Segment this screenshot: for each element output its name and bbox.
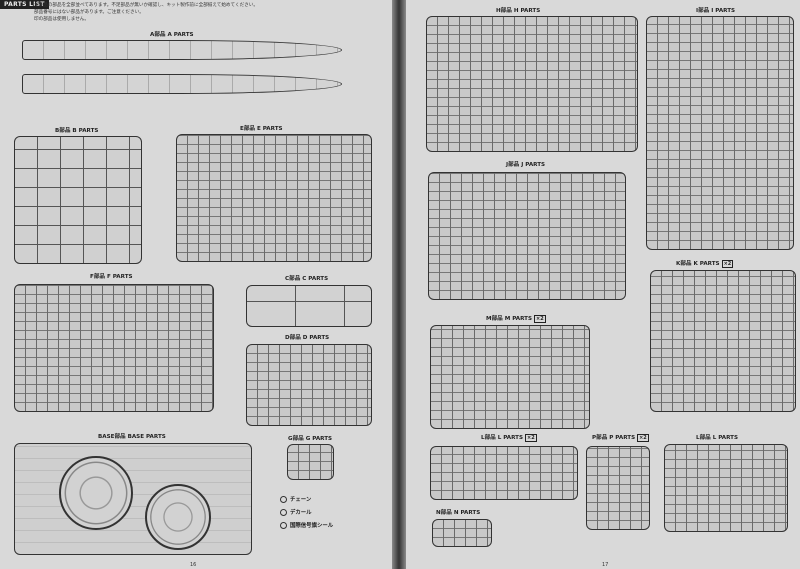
multiplier-badge-l: ×2	[525, 434, 537, 442]
label-n-parts: N部品 N PARTS	[436, 510, 481, 516]
sprue-l	[664, 444, 788, 532]
sprue-i	[646, 16, 794, 250]
sprue-h	[426, 16, 638, 152]
sprue-k	[650, 270, 796, 412]
legend-decal: デカール	[280, 508, 312, 516]
label-p-parts: P部品 P PARTS×2	[592, 434, 649, 442]
label-d-parts: D部品 D PARTS	[285, 335, 330, 341]
bullet-icon	[280, 522, 287, 529]
multiplier-badge-p: ×2	[637, 434, 649, 442]
label-l-parts: L部品 L PARTS	[696, 435, 739, 441]
sprue-p	[586, 446, 650, 530]
sprue-g	[287, 444, 334, 480]
label-a-parts: A部品 A PARTS	[150, 32, 194, 38]
multiplier-badge-k: ×2	[721, 260, 734, 268]
base-disc-left	[59, 456, 133, 530]
label-m-parts: M部品 M PARTS×2	[486, 315, 546, 323]
legend-signal-flag-sticker: 国際信号旗シール	[280, 521, 333, 529]
multiplier-badge-m: ×2	[534, 315, 546, 323]
parts-list-badge: PARTS LIST	[0, 0, 49, 9]
bullet-icon	[280, 496, 287, 503]
intro-line-1: 本製品の部品を全部並べてあります。不足部品が無いか確認し、キット製作前に全部揃え…	[34, 3, 258, 8]
label-j-parts: J部品 J PARTS	[506, 162, 546, 168]
intro-text: 本製品の部品を全部並べてあります。不足部品が無いか確認し、キット製作前に全部揃え…	[34, 2, 354, 23]
page-number-right: 17	[602, 562, 609, 568]
label-h-parts: H部品 H PARTS	[496, 8, 541, 14]
label-b-parts: B部品 B PARTS	[55, 128, 99, 134]
hull-half-lower	[22, 74, 342, 94]
book-gutter	[392, 0, 406, 569]
label-g-parts: G部品 G PARTS	[288, 436, 333, 442]
sprue-b	[14, 136, 142, 264]
sprue-n	[432, 519, 492, 547]
sprue-c	[246, 285, 372, 327]
label-f-parts: F部品 F PARTS	[90, 274, 133, 280]
sprue-m	[430, 325, 590, 429]
sprue-l-x2	[430, 446, 578, 500]
legend-chain: チェーン	[280, 495, 311, 503]
right-page: H部品 H PARTS I部品 I PARTS J部品 J PARTS K部品 …	[406, 0, 800, 569]
intro-line-3: 印の部品は使用しません。	[34, 17, 89, 22]
page-number-left: 16	[190, 562, 197, 568]
base-disc-right	[145, 484, 211, 550]
label-i-parts: I部品 I PARTS	[696, 8, 736, 14]
intro-line-2: 部品番号にはない部品があります。ご注意ください。	[34, 10, 144, 15]
label-base-parts: BASE部品 BASE PARTS	[98, 434, 166, 440]
hull-half-upper	[22, 40, 342, 60]
sprue-base	[14, 443, 252, 555]
sprue-f	[14, 284, 214, 412]
sprue-j	[428, 172, 626, 300]
left-page: PARTS LIST 本製品の部品を全部並べてあります。不足部品が無いか確認し、…	[0, 0, 392, 569]
label-l-parts-x2: L部品 L PARTS×2	[481, 434, 537, 442]
label-k-parts: K部品 K PARTS×2	[676, 260, 734, 268]
label-c-parts: C部品 C PARTS	[285, 276, 329, 282]
bullet-icon	[280, 509, 287, 516]
sprue-e	[176, 134, 372, 262]
sprue-d	[246, 344, 372, 426]
label-e-parts: E部品 E PARTS	[240, 126, 283, 132]
